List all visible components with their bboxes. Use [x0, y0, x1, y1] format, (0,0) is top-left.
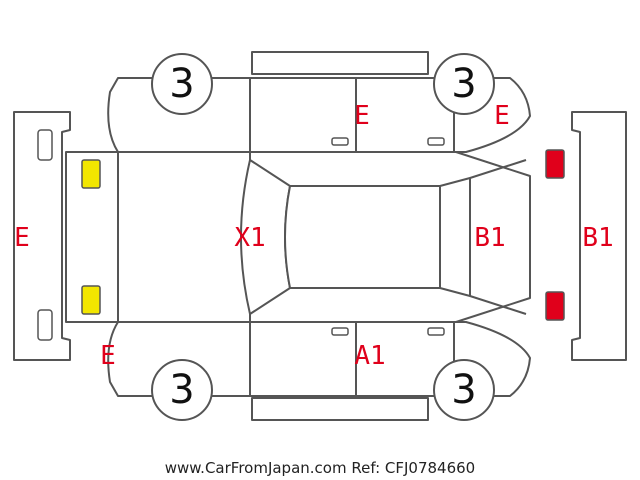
lower-side-panel	[107, 321, 531, 397]
front-lamp-upper	[81, 159, 101, 189]
wheel-number: 3	[451, 61, 476, 107]
damage-code-rear-glass: B1	[474, 223, 505, 253]
wheel-front-lower: 3	[151, 359, 213, 421]
damage-code-front-left-fender: E	[100, 341, 116, 371]
upper-roof-rail	[251, 51, 429, 75]
wheel-rear-upper: 3	[433, 53, 495, 115]
damage-code-lower-doors: A1	[354, 341, 385, 371]
wheel-rear-lower: 3	[433, 359, 495, 421]
front-lamp-lower	[81, 285, 101, 315]
wheel-number: 3	[169, 367, 194, 413]
damage-code-rear-bumper: B1	[582, 223, 613, 253]
front-bumper	[13, 111, 71, 361]
rear-lamp-lower	[545, 291, 565, 321]
lower-sill	[251, 397, 429, 421]
damage-code-roof-upper: E	[354, 101, 370, 131]
upper-side-panel	[107, 77, 531, 153]
rear-lamp-upper	[545, 149, 565, 179]
wheel-number: 3	[451, 367, 476, 413]
damage-code-front-right-fender: E	[494, 101, 510, 131]
damage-code-front-bumper: E	[14, 223, 30, 253]
damage-code-hood: X1	[234, 223, 265, 253]
footer-credit: www.CarFromJapan.com Ref: CFJ0784660	[165, 459, 475, 477]
top-view-body	[65, 151, 531, 323]
wheel-number: 3	[169, 61, 194, 107]
rear-bumper	[571, 111, 627, 361]
wheel-front-upper: 3	[151, 53, 213, 115]
